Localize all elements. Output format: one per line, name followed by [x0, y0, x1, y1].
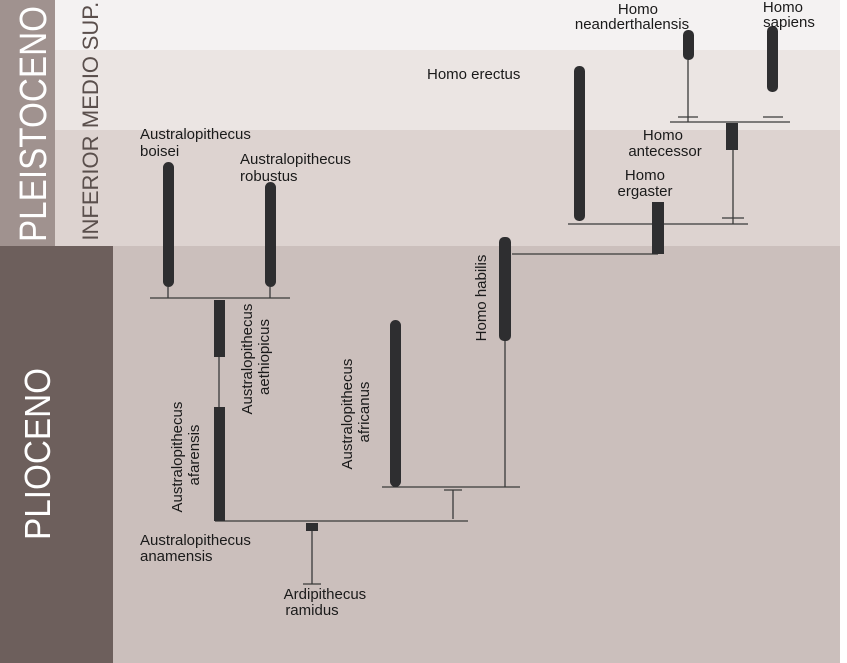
label-homo-ergaster: Homo ergaster	[617, 167, 672, 200]
label-ardipithecus-ramidus: Ardipithecus ramidus	[284, 586, 371, 619]
label-australopithecus-afarensis: Australopithecus afarensis	[169, 397, 203, 512]
band-inferior	[0, 130, 847, 246]
bar-australopithecus-aethiopicus	[214, 300, 225, 357]
bar-homo-ergaster	[652, 202, 664, 254]
epoch-plioceno: PLIOCENO	[17, 368, 58, 540]
band-superior	[0, 0, 847, 50]
label-homo-habilis: Homo habilis	[473, 255, 490, 342]
label-homo-erectus: Homo erectus	[427, 66, 520, 83]
label-australopithecus-boisei: Australopithecus boisei	[140, 126, 255, 160]
epoch-pleistoceno: PLEISTOCENO	[13, 6, 55, 242]
bar-australopithecus-robustus	[265, 182, 276, 287]
bar-homo-habilis	[499, 237, 511, 341]
species-labels: Homo neanderthalensis Homo sapiens Homo …	[140, 0, 815, 619]
subdivision-sup: SUP.	[78, 2, 103, 51]
species-bars	[163, 26, 778, 531]
band-plioceno	[0, 246, 847, 663]
label-homo-neanderthalensis: Homo neanderthalensis	[575, 1, 689, 33]
subdivision-inferior: INFERIOR	[78, 135, 103, 240]
pleistoceno-label-column	[0, 0, 55, 246]
subdivision-medio: MEDIO	[78, 56, 103, 128]
right-edge	[840, 0, 847, 663]
bar-homo-antecessor	[726, 123, 738, 150]
label-australopithecus-anamensis: Australopithecus anamensis	[140, 532, 255, 565]
bar-homo-sapiens	[767, 26, 778, 92]
subdivision-column-inferior	[55, 130, 113, 246]
label-homo-antecessor: Homo antecessor	[628, 127, 701, 160]
bar-homo-erectus	[574, 66, 585, 221]
subdivision-column-medio	[55, 50, 113, 130]
subdivision-column-sup	[55, 0, 113, 50]
plioceno-column	[0, 246, 113, 663]
bar-australopithecus-anamensis	[306, 523, 318, 531]
bar-australopithecus-africanus	[390, 320, 401, 487]
bar-australopithecus-afarensis	[214, 407, 225, 521]
bar-homo-neanderthalensis	[683, 30, 694, 60]
label-australopithecus-africanus: Australopithecus africanus	[339, 354, 373, 469]
label-homo-sapiens: Homo sapiens	[763, 0, 815, 31]
band-medio	[0, 50, 847, 130]
label-australopithecus-aethiopicus: Australopithecus aethiopicus	[239, 299, 273, 414]
label-australopithecus-robustus: Australopithecus robustus	[240, 151, 355, 185]
bar-australopithecus-boisei	[163, 162, 174, 287]
